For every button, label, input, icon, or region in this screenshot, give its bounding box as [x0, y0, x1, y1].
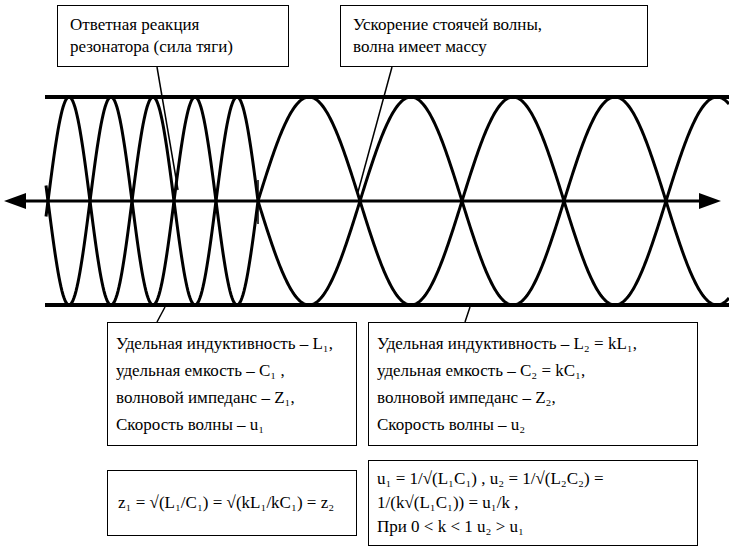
label-text: Ускорение стоячей волны, волна имеет мас…	[353, 14, 573, 58]
leader-lines	[157, 67, 470, 322]
label-text: Удельная индуктивность – L₁,	[116, 330, 348, 357]
formula-text: u₁ = 1/√(L₁C₁) , u₂ = 1/√(L₂C₂) = 1/(k√(…	[377, 467, 689, 515]
boundary-tick	[257, 180, 259, 224]
label-text: удельная емкость – C₁ ,	[116, 357, 348, 384]
arrow-head	[4, 193, 26, 209]
formula-box: z₁ = √(L₁/C₁) = √(kL₁/kC₁) = z₂	[107, 470, 357, 536]
formula-box: u₁ = 1/√(L₁C₁) , u₂ = 1/√(L₂C₂) = 1/(k√(…	[368, 460, 698, 546]
formula-text: При 0 < k < 1 u₂ > u₁	[377, 515, 689, 539]
leader-line	[465, 307, 470, 322]
formula-text: z₁ = √(L₁/C₁) = √(kL₁/kC₁) = z₂	[118, 491, 346, 515]
callout-box: Ответная реакция резонатора (сила тяги)	[57, 5, 289, 67]
arrow-head	[699, 193, 721, 209]
label-text: волновой импеданс – Z₁,	[116, 384, 348, 411]
parameter-box: Удельная индуктивность – L₁,удельная емк…	[107, 322, 357, 446]
leader-line	[157, 307, 165, 322]
parameter-box: Удельная индуктивность – L₂ = kL₁,удельн…	[368, 322, 698, 446]
label-text: Удельная индуктивность – L₂ = kL₁,	[377, 330, 689, 357]
waveguide-wall	[45, 95, 729, 99]
label-text: удельная емкость – C₂ = kC₁,	[377, 357, 689, 384]
label-text: Ответная реакция резонатора (сила тяги)	[70, 14, 270, 58]
force-arrow-shaft	[22, 200, 703, 203]
label-text: Скорость волны – u₁	[116, 411, 348, 438]
callout-box: Ускорение стоячей волны, волна имеет мас…	[340, 5, 648, 67]
label-text: волновой импеданс – Z₂,	[377, 384, 689, 411]
leader-line	[358, 67, 392, 192]
waveguide-wall	[45, 303, 729, 307]
leader-line	[157, 67, 178, 190]
label-text: Скорость волны – u₂	[377, 411, 689, 438]
